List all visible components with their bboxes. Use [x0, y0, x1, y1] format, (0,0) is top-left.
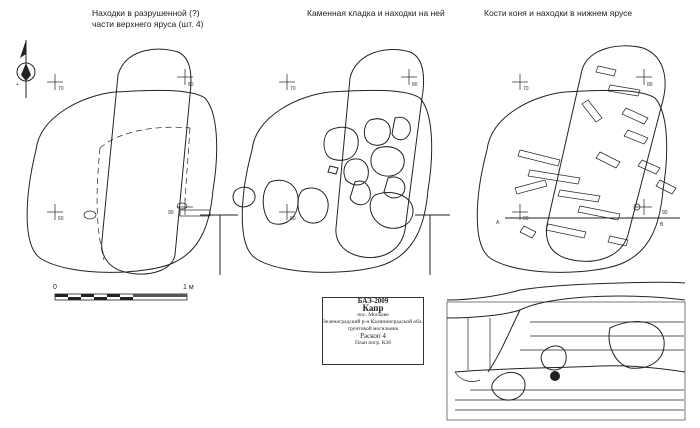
grid-label: 80: [188, 82, 194, 88]
coffin-outline: [335, 49, 424, 259]
caption-upper-tier: Находки в разрушенной (?) части верхнего…: [92, 8, 262, 30]
section-profile: [446, 281, 686, 421]
destroyed-zone: [96, 126, 191, 261]
grid-label: 90: [662, 210, 668, 216]
grid-cross: [512, 69, 652, 220]
grid-label: 60: [290, 216, 296, 222]
title-excavation: Раскоп 4: [360, 332, 386, 340]
caption-horse-bones: Кости коня и находки в нижнем ярусе: [484, 8, 633, 18]
grid-cross: [279, 69, 417, 220]
caption-upper-line2: части верхнего яруса (шт. 4): [92, 19, 204, 29]
grid-label: 60: [58, 216, 64, 222]
plan-horse-bones: 70 80 60 90 A B: [476, 45, 680, 273]
north-arrow-icon: +: [16, 40, 36, 98]
svg-text:+: +: [16, 82, 19, 88]
coffin-outline: [546, 45, 666, 262]
scale-bar: [54, 293, 188, 301]
plan-stone-masonry: 70 80 60: [232, 49, 450, 275]
caption-upper-line1: Находки в разрушенной (?): [92, 8, 200, 18]
coffin-outline: [101, 48, 192, 275]
find: [83, 210, 97, 220]
caption-stone-masonry: Каменная кладка и находки на ней: [307, 8, 445, 18]
pit-outline: [476, 89, 668, 273]
bone: [514, 65, 677, 247]
section-right: [179, 209, 211, 217]
title-location: пос. Москово: [357, 312, 389, 318]
grid-label: 70: [290, 86, 296, 92]
pit-outline: [26, 89, 218, 273]
section-mark-b: B: [660, 222, 664, 228]
title-site: Капр: [362, 303, 384, 313]
scale-start-label: 0: [53, 284, 57, 291]
plan-upper-tier: 70 80 60 90: [26, 48, 238, 275]
title-site-type: грунтовой могильник: [347, 326, 399, 332]
title-block: БАЭ-2009 Капр пос. Москово Зеленоградски…: [322, 297, 424, 365]
grid-label: 70: [523, 86, 529, 92]
title-district: Зеленоградский р-н Калининградской обл.: [323, 319, 423, 325]
grid-label: 90: [168, 210, 174, 216]
scale-end-label: 1 м: [183, 284, 194, 291]
grid-cross: [47, 69, 193, 220]
grid-label: 80: [647, 82, 653, 88]
pit-outline: [241, 89, 433, 273]
title-expedition: БАЭ-2009: [357, 297, 389, 305]
stone: [232, 116, 414, 229]
title-plan: План погр. К36: [354, 340, 392, 346]
grid-label: 80: [412, 82, 418, 88]
grid-label: 60: [523, 216, 529, 222]
grid-label: 70: [58, 86, 64, 92]
section-mark-a: A: [496, 220, 500, 226]
find: [176, 202, 188, 210]
